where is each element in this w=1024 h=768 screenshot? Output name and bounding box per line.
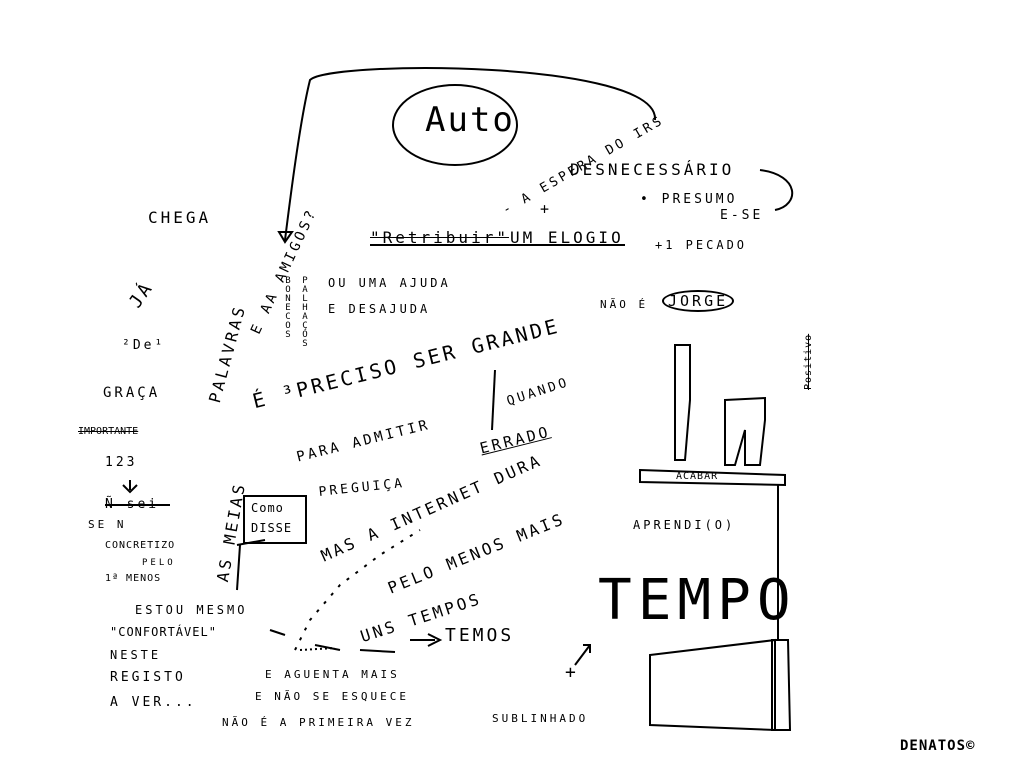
text-palhacos: Palhaços	[300, 276, 310, 348]
title-auto: Auto	[425, 100, 515, 140]
text-nsei: Ñ sei	[105, 497, 160, 512]
text-confortavel: "Confortável"	[110, 625, 217, 639]
curved-arrow	[759, 169, 794, 211]
text-importante: importante	[78, 426, 139, 437]
dotted-path	[294, 529, 421, 651]
text-primeira: não é a primeira vez	[222, 716, 415, 729]
text-retribuir: "Retribuir"	[370, 228, 509, 247]
text-aguenta: e aguenta mais	[265, 668, 400, 681]
como-disse-box: Como disse	[243, 495, 307, 544]
arrow-to-temos	[410, 633, 443, 647]
text-desnecessario: Desnecessário	[570, 160, 735, 179]
pole	[771, 485, 792, 731]
text-aprendi: aprendi(o)	[633, 518, 736, 532]
text-presumo: • Presumo	[640, 192, 738, 207]
text-graca: Graça	[103, 385, 161, 401]
shelf	[639, 468, 786, 487]
text-positivo: Positivo	[803, 333, 814, 390]
text-desajuda: e desajuda	[328, 302, 431, 316]
text-neste: neste	[110, 648, 162, 662]
signature: Denatos©	[900, 738, 976, 754]
plus-sign: +	[540, 200, 553, 218]
text-nao-e: não é	[600, 298, 649, 311]
standing-figure	[674, 344, 691, 461]
text-disse: disse	[251, 521, 293, 535]
text-123: 123	[105, 455, 138, 470]
arrow-to-como	[236, 539, 266, 591]
divider-line	[491, 369, 496, 431]
down-arrow	[122, 480, 138, 494]
text-acabar: acabar	[676, 471, 719, 482]
text-concretizo: concretizo	[105, 540, 176, 551]
text-ajuda: ou uma ajuda	[328, 276, 451, 290]
text-bonecos: Bonecos	[283, 276, 293, 339]
text-e-se: E-SE	[720, 208, 764, 223]
text-de: ²De¹	[122, 338, 166, 353]
text-esquece: e não se esquece	[255, 690, 409, 703]
wedge-shape	[649, 638, 776, 732]
plus-sign-2: +	[565, 662, 579, 683]
text-sublinhado: sublinhado	[492, 712, 589, 725]
text-tempo: Tempo	[598, 568, 797, 633]
text-como: Como	[251, 501, 284, 515]
text-elogio: um elogio	[510, 228, 624, 247]
sitting-figure	[724, 396, 766, 466]
text-pelo: pelo	[142, 558, 176, 568]
text-jorge: Jorge	[662, 290, 735, 312]
text-pecado: +1 pecado	[655, 238, 748, 252]
text-temos: temos	[445, 625, 515, 646]
arrow-to-amigos	[284, 67, 657, 241]
small-arrow	[574, 644, 591, 666]
arrowhead	[277, 231, 294, 244]
dashes	[269, 629, 396, 653]
text-chega: Chega	[148, 208, 212, 227]
text-estou: Estou mesmo	[135, 603, 248, 617]
text-registo: registo	[110, 670, 186, 685]
auto-circle	[392, 84, 518, 166]
text-menos: 1ª menos	[105, 573, 162, 584]
text-se-n: se n	[88, 518, 127, 531]
text-a-ver: a ver...	[110, 695, 197, 710]
